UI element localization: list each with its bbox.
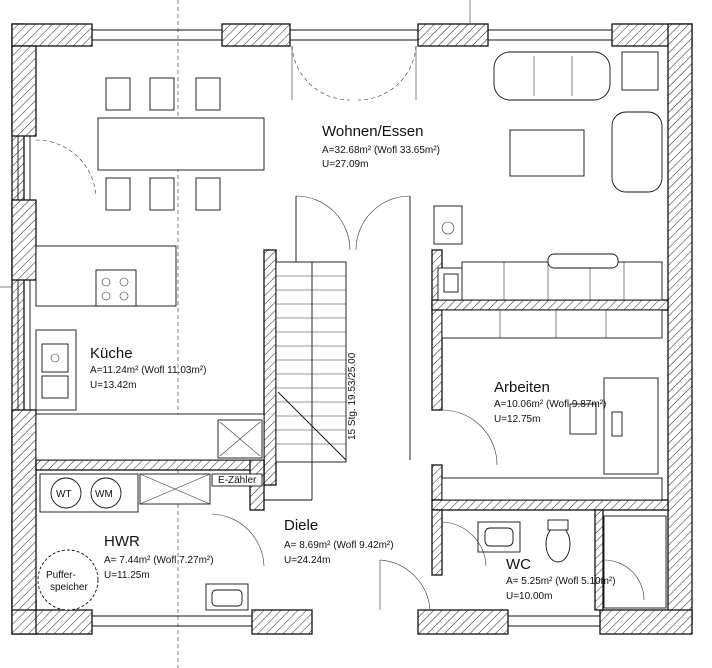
staircase <box>211 195 498 611</box>
room-name: HWR <box>104 533 140 550</box>
sofa <box>493 51 663 193</box>
fireplace <box>433 205 663 301</box>
room-name: Arbeiten <box>494 379 550 396</box>
kitchen-counters <box>35 245 265 461</box>
room-label-hwr: HWR A= 7.44m² (Wofl 7.27m²) U=11.25m <box>104 533 214 581</box>
room-perimeter: U=13.42m <box>90 380 136 391</box>
room-area: A= 5.25m² (Wofl 5.10m²) <box>506 576 616 587</box>
room-perimeter: U=12.75m <box>494 414 540 425</box>
room-area: A= 7.44m² (Wofl 7.27m²) <box>104 555 214 566</box>
room-label-wohnen: Wohnen/Essen A=32.68m² (Wofl 33.65m²) U=… <box>322 123 440 170</box>
room-area: A=11.24m² (Wofl 11.03m²) <box>90 365 206 376</box>
room-area: A= 8.69m² (Wofl 9.42m²) <box>284 540 394 551</box>
dining-set <box>97 77 265 211</box>
room-perimeter: U=27.09m <box>322 159 368 170</box>
laundry <box>37 473 263 611</box>
room-label-kueche: Küche A=11.24m² (Wofl 11.03m²) U=13.42m <box>90 345 206 391</box>
room-name: Wohnen/Essen <box>322 123 423 140</box>
room-perimeter: U=11.25m <box>104 570 150 581</box>
stair-label: 15 Stg. 19.53/25.00 <box>347 352 358 440</box>
windows <box>17 29 612 627</box>
room-area: A=32.68m² (Wofl 33.65m²) <box>322 145 440 156</box>
room-name: Küche <box>90 345 133 362</box>
room-label-diele: Diele A= 8.69m² (Wofl 9.42m²) U=24.24m <box>284 517 394 566</box>
room-area: A=10.06m² (Wofl 9.87m²) <box>494 399 606 410</box>
room-label-arbeiten: Arbeiten A=10.06m² (Wofl 9.87m²) U=12.75… <box>494 379 606 425</box>
office <box>441 309 663 501</box>
puffer-label-1: Puffer- <box>46 570 76 581</box>
wc-fixtures <box>441 515 667 609</box>
exterior-walls <box>11 23 693 635</box>
wm-label: WM <box>95 489 113 500</box>
room-perimeter: U=24.24m <box>284 555 330 566</box>
room-perimeter: U=10.00m <box>506 591 552 602</box>
e-zaehler-label: E-Zähler <box>218 475 257 486</box>
room-name: Diele <box>284 517 318 534</box>
wt-label: WT <box>56 489 72 500</box>
puffer-label-2: speicher <box>50 582 88 593</box>
room-name: WC <box>506 556 531 573</box>
room-label-wc: WC A= 5.25m² (Wofl 5.10m²) U=10.00m <box>506 556 616 602</box>
